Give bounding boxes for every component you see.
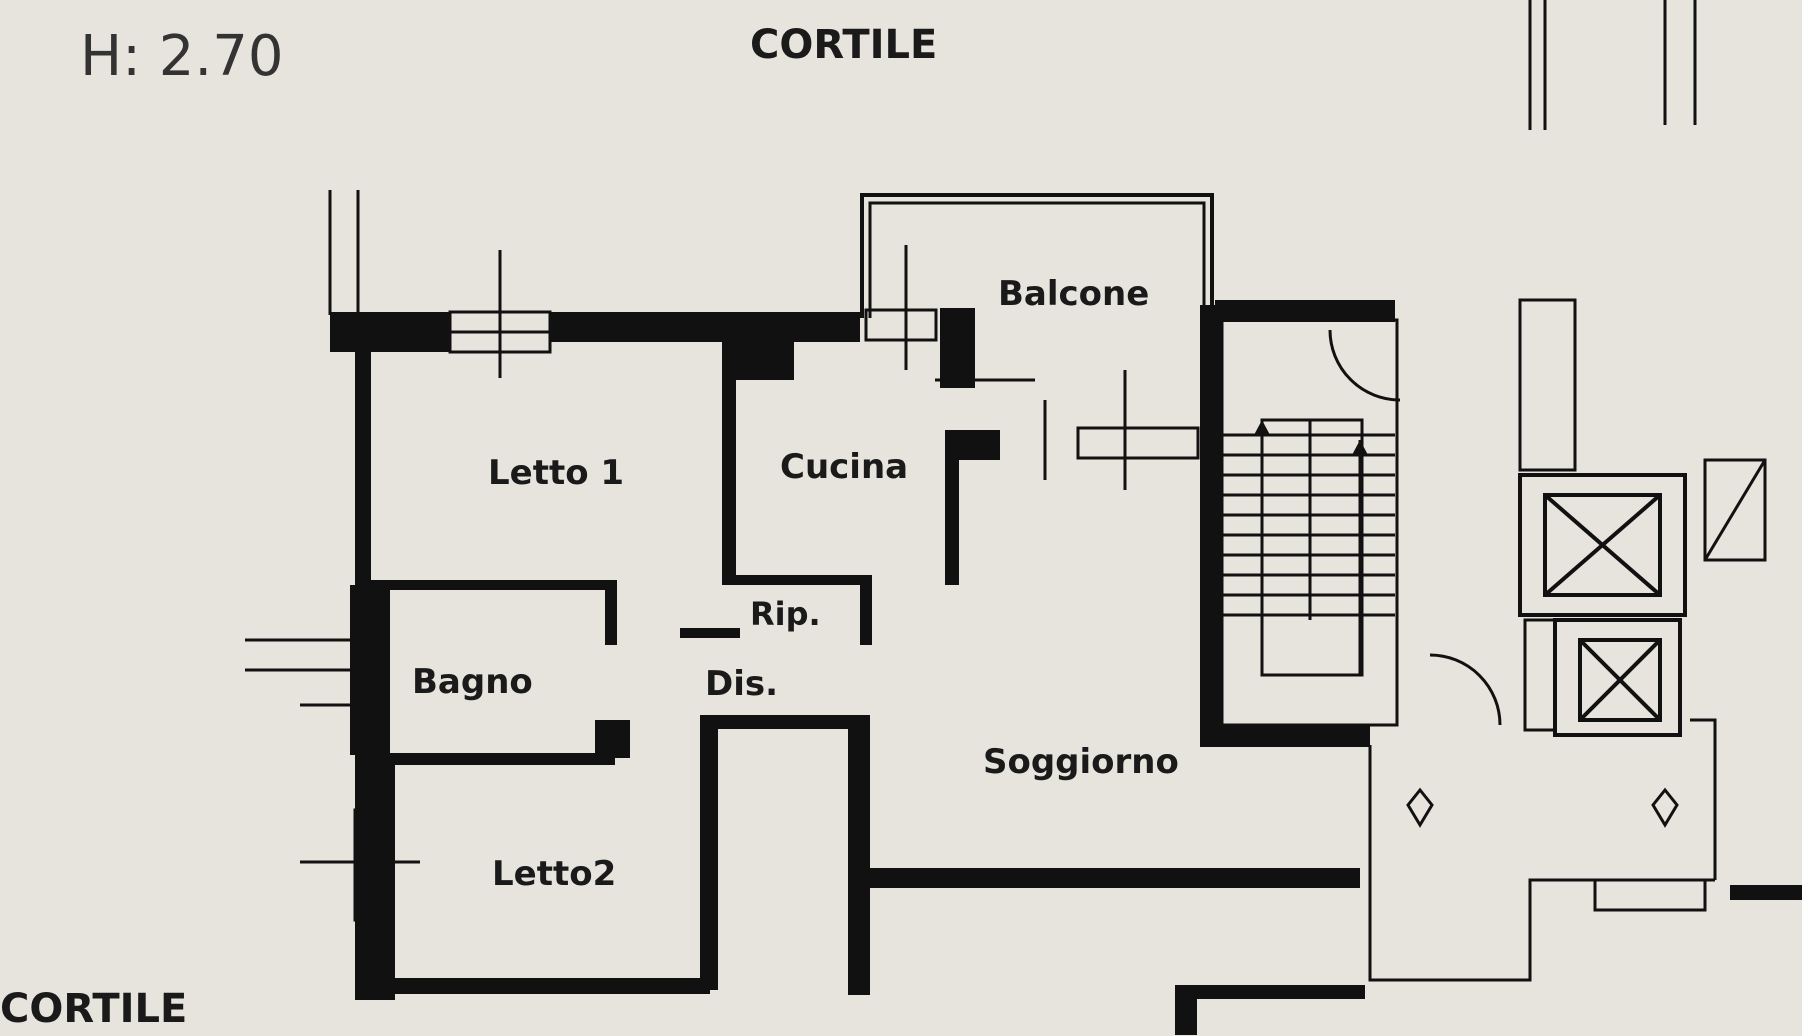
landing [1368, 653, 1717, 982]
room-label-letto2: Letto2 [492, 854, 616, 894]
balcony-outline [860, 193, 1214, 318]
staircase [1220, 318, 1401, 727]
ceiling-height-label: H: 2.70 [80, 24, 283, 89]
courtyard-label-bottom: CORTILE [0, 986, 187, 1032]
room-label-ripostiglio: Rip. [750, 595, 821, 633]
room-label-soggiorno: Soggiorno [983, 742, 1179, 782]
room-label-bagno: Bagno [412, 662, 533, 702]
elevator-shafts [1518, 0, 1802, 900]
windows [245, 190, 1200, 922]
room-label-letto1: Letto 1 [488, 453, 624, 493]
interior-walls [370, 340, 1365, 1035]
room-label-cucina: Cucina [780, 447, 908, 487]
room-label-disimpegno: Dis. [705, 664, 778, 704]
room-label-balcone: Balcone [998, 274, 1149, 314]
courtyard-label-top: CORTILE [750, 22, 937, 68]
